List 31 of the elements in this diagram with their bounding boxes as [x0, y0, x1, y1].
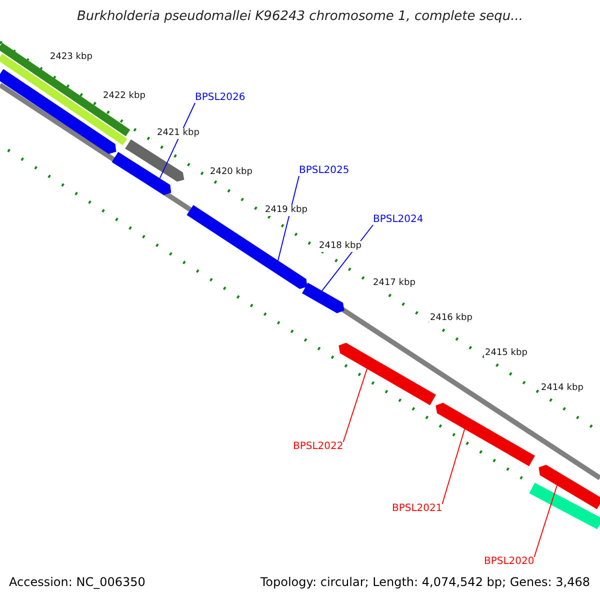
gene-bar [302, 282, 344, 314]
scale-label: 2419 kbp [264, 205, 308, 216]
scale-label: 2417 kbp [372, 278, 416, 289]
scale-label: 2421 kbp [156, 128, 200, 139]
gene-label: BPSL2024 [373, 215, 424, 225]
leader-line [342, 368, 368, 442]
accession-text: Accession: NC_006350 [9, 576, 146, 588]
scale-label: 2418 kbp [318, 241, 362, 252]
gene-bar [538, 464, 600, 510]
scale-label: 2422 kbp [102, 91, 146, 102]
scale-label: 2414 kbp [540, 383, 584, 394]
gene-bar [436, 402, 535, 466]
summary-text: Topology: circular; Length: 4,074,542 bp; Genes: 3,468 [260, 576, 590, 588]
scale-label: 2423 kbp [49, 52, 94, 63]
gene-label: BPSL2020 [484, 557, 534, 567]
leader-line [442, 428, 466, 504]
gene-bar [186, 205, 308, 289]
leader-line [278, 176, 300, 261]
gene-bar [112, 152, 172, 196]
gene-bar [338, 342, 436, 406]
map-title: Burkholderia pseudomallei K96243 chromosome 1, complete sequ... [76, 10, 524, 23]
scale-label: 2420 kbp [209, 167, 254, 178]
gene-bar [529, 482, 600, 530]
scale-label: 2415 kbp [484, 348, 528, 359]
scale-label: 2416 kbp [429, 313, 474, 324]
gene-label: BPSL2021 [392, 504, 442, 514]
gene-bar [125, 139, 184, 182]
leader-line [534, 484, 558, 558]
gene-label: BPSL2026 [195, 93, 246, 103]
gene-label: BPSL2025 [299, 166, 350, 176]
gene-label: BPSL2022 [293, 442, 344, 452]
